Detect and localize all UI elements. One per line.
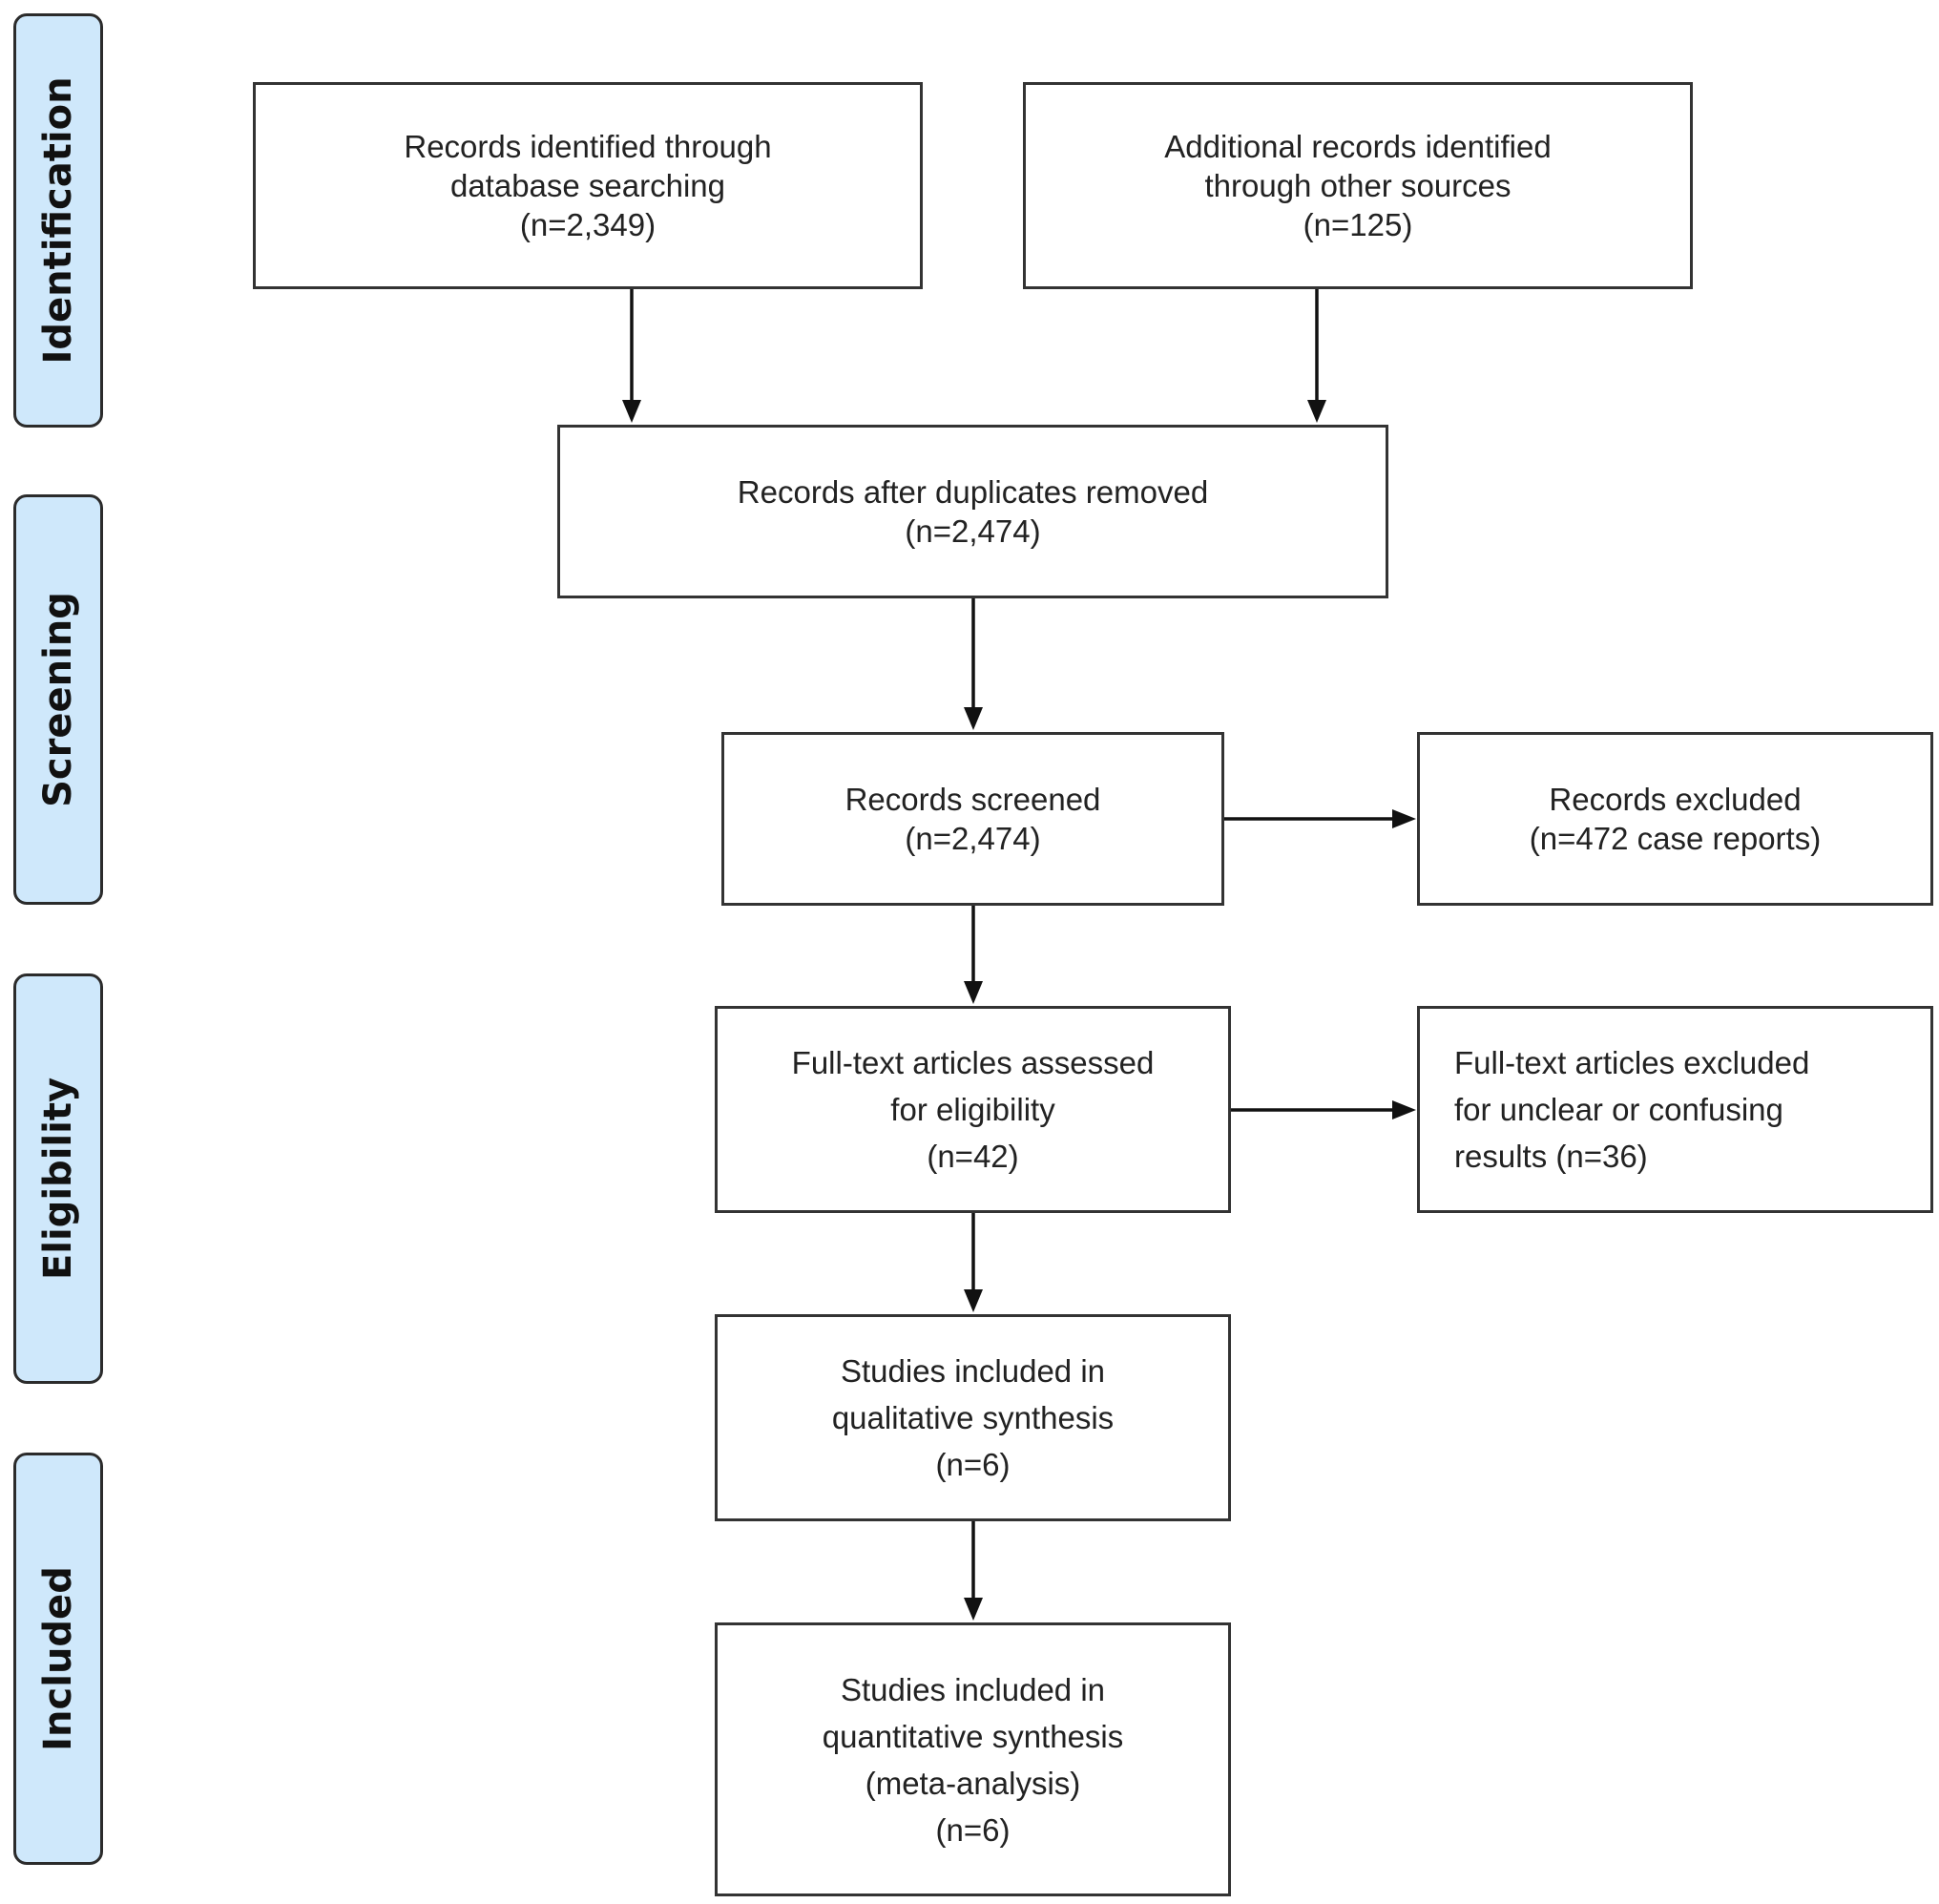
box-line: Studies included in: [840, 1671, 1106, 1707]
stage-screening: Screening: [13, 494, 103, 905]
box-line: (meta-analysis): [865, 1765, 1081, 1801]
box-other-sources: Additional records identified through ot…: [1023, 82, 1693, 289]
box-line: Records screened: [844, 782, 1101, 817]
box-line: for unclear or confusing: [1454, 1092, 1783, 1127]
box-line: Records identified through: [404, 129, 772, 164]
arrowhead: [1392, 809, 1416, 828]
box-line: (n=125): [1303, 207, 1413, 242]
arrowhead: [964, 1289, 983, 1312]
box-line: (n=6): [935, 1811, 1011, 1848]
box-line: Full-text articles excluded: [1454, 1045, 1810, 1080]
box-line: quantitative synthesis: [822, 1718, 1124, 1754]
box-fulltext-assessed: Full-text articles assessed for eligibil…: [715, 1006, 1231, 1213]
box-line: (n=2,474): [905, 513, 1041, 549]
box-line: (n=6): [935, 1447, 1011, 1482]
box-line: Full-text articles assessed: [791, 1045, 1155, 1080]
stage-included: Included: [13, 1453, 103, 1865]
box-records-screened: Records screened (n=2,474): [721, 732, 1224, 906]
box-line: Studies included in: [840, 1353, 1106, 1389]
stage-identification: Identification: [13, 13, 103, 428]
box-line: results (n=36): [1454, 1139, 1648, 1174]
box-line: (n=42): [927, 1139, 1019, 1174]
box-line: Records after duplicates removed: [737, 474, 1209, 510]
stage-eligibility: Eligibility: [13, 973, 103, 1384]
arrowhead: [622, 400, 641, 423]
box-quantitative-synthesis: Studies included in quantitative synthes…: [715, 1622, 1231, 1896]
box-database-search: Records identified through database sear…: [253, 82, 923, 289]
box-qualitative-synthesis: Studies included in qualitative synthesi…: [715, 1314, 1231, 1521]
box-line: database searching: [449, 168, 726, 203]
box-records-excluded: Records excluded (n=472 case reports): [1417, 732, 1933, 906]
box-fulltext-excluded: Full-text articles excluded for unclear …: [1417, 1006, 1933, 1213]
box-line: (n=2,474): [905, 821, 1041, 856]
box-line: through other sources: [1204, 168, 1512, 203]
box-line: (n=472 case reports): [1529, 821, 1822, 856]
box-line: (n=2,349): [519, 207, 657, 242]
box-line: Additional records identified: [1164, 129, 1552, 164]
box-line: qualitative synthesis: [831, 1400, 1115, 1435]
arrowhead: [964, 981, 983, 1004]
arrowhead: [1392, 1100, 1416, 1119]
box-line: Records excluded: [1549, 782, 1802, 817]
box-line: for eligibility: [890, 1092, 1055, 1127]
arrowhead: [1307, 400, 1326, 423]
arrowhead: [964, 707, 983, 730]
arrowhead: [964, 1598, 983, 1621]
box-duplicates-removed: Records after duplicates removed (n=2,47…: [557, 425, 1388, 598]
